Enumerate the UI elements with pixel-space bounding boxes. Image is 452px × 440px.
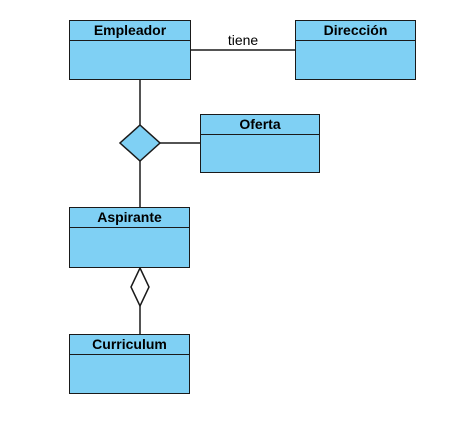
aggregation-diamond[interactable] [130,266,150,308]
class-name-curriculum: Curriculum [70,335,189,355]
class-attributes-direccion [296,41,415,79]
class-attributes-empleador [70,41,190,79]
class-oferta[interactable]: Oferta [200,114,320,173]
class-name-oferta: Oferta [201,115,319,135]
nary-association-diamond[interactable] [118,123,162,163]
class-empleador[interactable]: Empleador [69,20,191,80]
class-name-aspirante: Aspirante [70,208,189,228]
class-name-empleador: Empleador [70,21,190,41]
class-attributes-aspirante [70,228,189,267]
class-curriculum[interactable]: Curriculum [69,334,190,394]
class-attributes-oferta [201,135,319,172]
class-attributes-curriculum [70,355,189,393]
class-name-direccion: Dirección [296,21,415,41]
association-label-tiene: tiene [227,32,259,48]
class-aspirante[interactable]: Aspirante [69,207,190,268]
class-direccion[interactable]: Dirección [295,20,416,80]
